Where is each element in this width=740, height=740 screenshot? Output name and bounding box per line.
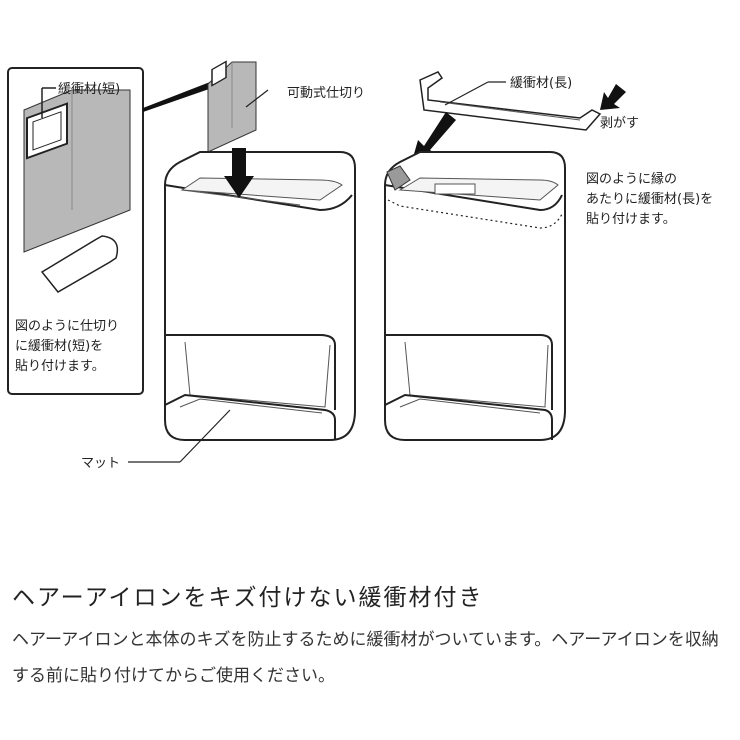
section-description: ヘアーアイロンと本体のキズを防止するために緩衝材がついています。ヘアーアイロンを… bbox=[12, 630, 719, 686]
callout-pointer bbox=[143, 82, 212, 112]
label-short-cushion: 緩衝材(短) bbox=[58, 82, 120, 97]
callout-note-line-2: に緩衝材(短)を bbox=[15, 339, 103, 354]
section-heading: ヘアーアイロンをキズ付けない緩衝材付き bbox=[12, 585, 484, 611]
long-cushion bbox=[419, 71, 602, 131]
assembly-diagram: 緩衝材(短) 図のように仕切り に緩衝材(短)を 貼り付けます。 可動式仕切り … bbox=[7, 60, 713, 471]
right-storage-unit: 剥がす 緩衝材(長) 図のように縁の あたりに緩衝材(長)を 貼り付けます。 bbox=[384, 71, 713, 441]
label-long-cushion: 緩衝材(長) bbox=[510, 76, 572, 91]
peel-arrow-icon bbox=[600, 84, 626, 110]
label-movable-divider: 可動式仕切り bbox=[287, 86, 365, 101]
insert-arrow-icon bbox=[224, 148, 254, 198]
label-peel: 剥がす bbox=[600, 116, 639, 131]
callout-note-line-1: 図のように仕切り bbox=[15, 319, 119, 334]
right-note-line-1: 図のように縁の bbox=[586, 171, 677, 187]
short-cushion-on-divider bbox=[26, 102, 68, 160]
callout-note-line-3: 貼り付けます。 bbox=[15, 359, 105, 374]
right-note-line-2: あたりに緩衝材(長)を bbox=[586, 192, 713, 207]
left-storage-unit: 可動式仕切り マット bbox=[81, 60, 365, 471]
right-note-line-3: 貼り付けます。 bbox=[586, 212, 676, 227]
callout-box: 緩衝材(短) 図のように仕切り に緩衝材(短)を 貼り付けます。 bbox=[7, 67, 144, 395]
label-mat: マット bbox=[81, 456, 120, 471]
